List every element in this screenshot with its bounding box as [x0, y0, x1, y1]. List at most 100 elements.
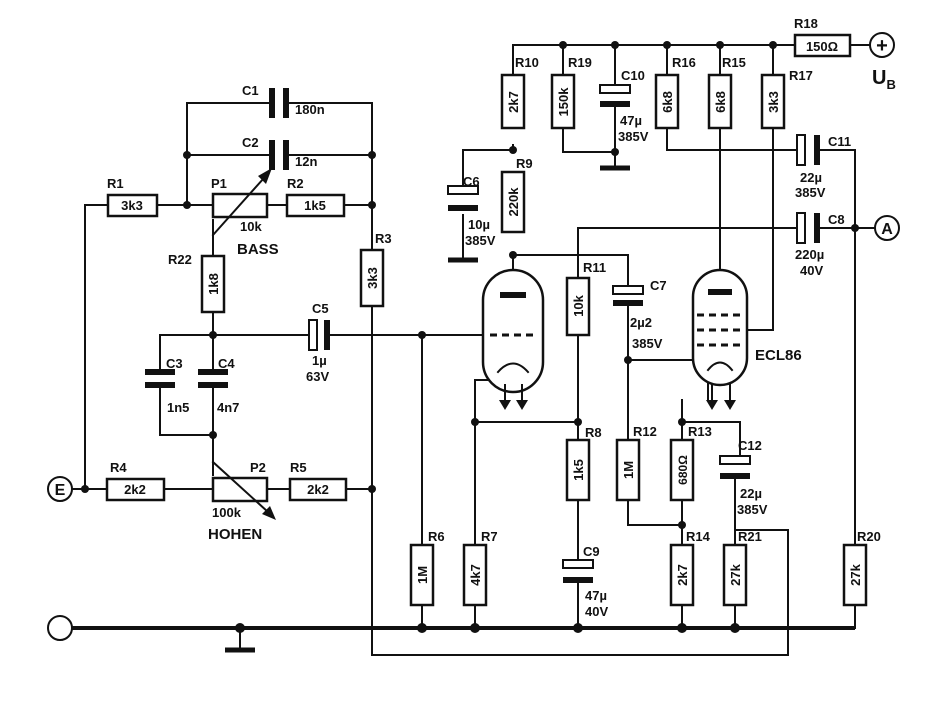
- label-C2-ref: C2: [242, 135, 259, 150]
- output-terminal-label: A: [881, 221, 893, 238]
- label-C11-voltage: 385V: [795, 185, 826, 200]
- resistor-R2: [285, 193, 346, 218]
- label-R8-ref: R8: [585, 425, 602, 440]
- label-C9-value: 47µ: [585, 588, 607, 603]
- resistors: [105, 33, 868, 607]
- label-R1-value: 3k3: [121, 198, 143, 213]
- label-C10-ref: C10: [621, 68, 645, 83]
- label-C1-ref: C1: [242, 83, 259, 98]
- capacitor-C12: [719, 455, 751, 479]
- label-C8-ref: C8: [828, 212, 845, 227]
- label-C6-value: 10µ: [468, 217, 490, 232]
- label-C4-value: 4n7: [217, 400, 239, 415]
- label-C4-ref: C4: [218, 356, 235, 371]
- label-C11-value: 22µ: [800, 170, 822, 185]
- label-C6-ref: C6: [463, 174, 480, 189]
- label-R9-value: 220k: [506, 187, 521, 217]
- capacitor-C9: [562, 559, 594, 583]
- ground-symbols: [225, 165, 630, 653]
- terminals: E A + UB: [47, 32, 900, 641]
- label-R12-ref: R12: [633, 424, 657, 439]
- label-R4-value: 2k2: [124, 482, 146, 497]
- capacitor-C4: [198, 369, 228, 388]
- label-R5-value: 2k2: [307, 482, 329, 497]
- label-R22-ref: R22: [168, 252, 192, 267]
- label-R5-ref: R5: [290, 460, 307, 475]
- capacitor-C3: [145, 369, 175, 388]
- input-terminal: [47, 476, 73, 502]
- label-C10-value: 47µ: [620, 113, 642, 128]
- label-R11-value: 10k: [571, 294, 586, 316]
- label-P2-name: HOHEN: [208, 526, 262, 543]
- label-R17-value: 3k3: [766, 91, 781, 113]
- label-R11-ref: R11: [583, 260, 606, 275]
- label-C11-ref: C11: [828, 134, 851, 149]
- resistor-R12: [615, 438, 641, 502]
- label-C2-value: 12n: [295, 154, 317, 169]
- label-R20-ref: R20: [857, 529, 881, 544]
- resistor-R17: [760, 73, 786, 130]
- component-labels: R1 3k3 P1 10k BASS R2 1k5 C1 180n C2 12n…: [107, 16, 881, 619]
- capacitors: [145, 84, 820, 583]
- resistor-R5: [288, 477, 348, 502]
- input-terminal-label: E: [55, 482, 66, 499]
- resistor-R19: [550, 73, 576, 130]
- label-R13-value: 680Ω: [676, 455, 690, 485]
- label-C3-value: 1n5: [167, 400, 189, 415]
- label-C5-ref: C5: [312, 301, 329, 316]
- capacitor-C2: [269, 140, 289, 170]
- label-R19-value: 150k: [556, 87, 571, 117]
- output-terminal: [874, 215, 900, 241]
- label-R3-value: 3k3: [365, 267, 380, 289]
- label-R18-value: 150Ω: [806, 39, 838, 54]
- resistor-R11: [565, 276, 591, 337]
- capacitor-C1: [269, 88, 289, 118]
- label-R18-ref: R18: [794, 16, 818, 31]
- resistor-R21: [722, 543, 748, 607]
- label-R12-value: 1M: [621, 461, 636, 479]
- resistor-R3: [359, 248, 385, 308]
- label-P1-name: BASS: [237, 241, 279, 258]
- resistor-R20: [842, 543, 868, 607]
- label-R16-ref: R16: [672, 55, 696, 70]
- label-R15-value: 6k8: [713, 91, 728, 113]
- resistor-R18: [793, 33, 852, 58]
- label-R2-ref: R2: [287, 176, 304, 191]
- capacitor-C10: [599, 84, 631, 107]
- label-R3-ref: R3: [375, 231, 392, 246]
- label-P1-value: 10k: [240, 219, 262, 234]
- label-C7-ref: C7: [650, 278, 667, 293]
- resistor-R10: [500, 73, 526, 130]
- label-C6-voltage: 385V: [465, 233, 496, 248]
- ground-terminal: [47, 615, 73, 641]
- junction-dots: [81, 41, 859, 633]
- pentode-tube: [691, 268, 749, 410]
- supply-voltage-label: UB: [872, 67, 896, 92]
- label-C7-voltage: 385V: [632, 336, 663, 351]
- label-R7-ref: R7: [481, 529, 498, 544]
- potentiometer-P2: [211, 476, 269, 503]
- supply-terminal-plus: +: [876, 35, 888, 57]
- label-C5-value: 1µ: [312, 353, 327, 368]
- label-C5-voltage: 63V: [306, 369, 329, 384]
- resistor-R4: [105, 477, 166, 502]
- resistor-R7: [462, 543, 488, 607]
- resistor-R8: [565, 438, 591, 502]
- label-R2-value: 1k5: [304, 198, 326, 213]
- label-R22-value: 1k8: [206, 273, 221, 295]
- label-R13-ref: R13: [688, 424, 712, 439]
- capacitor-C8: [796, 212, 820, 244]
- label-C12-voltage: 385V: [737, 502, 768, 517]
- label-R21-value: 27k: [728, 563, 743, 585]
- tube-type-label: ECL86: [755, 347, 802, 364]
- label-R14-value: 2k7: [675, 564, 690, 586]
- label-R10-value: 2k7: [506, 91, 521, 113]
- label-R6-ref: R6: [428, 529, 445, 544]
- label-R20-value: 27k: [848, 563, 863, 585]
- resistor-R16: [654, 73, 680, 130]
- label-P2-ref: P2: [250, 460, 266, 475]
- label-R9-ref: R9: [516, 156, 533, 171]
- label-P1-ref: P1: [211, 176, 227, 191]
- label-C9-voltage: 40V: [585, 604, 608, 619]
- label-C3-ref: C3: [166, 356, 183, 371]
